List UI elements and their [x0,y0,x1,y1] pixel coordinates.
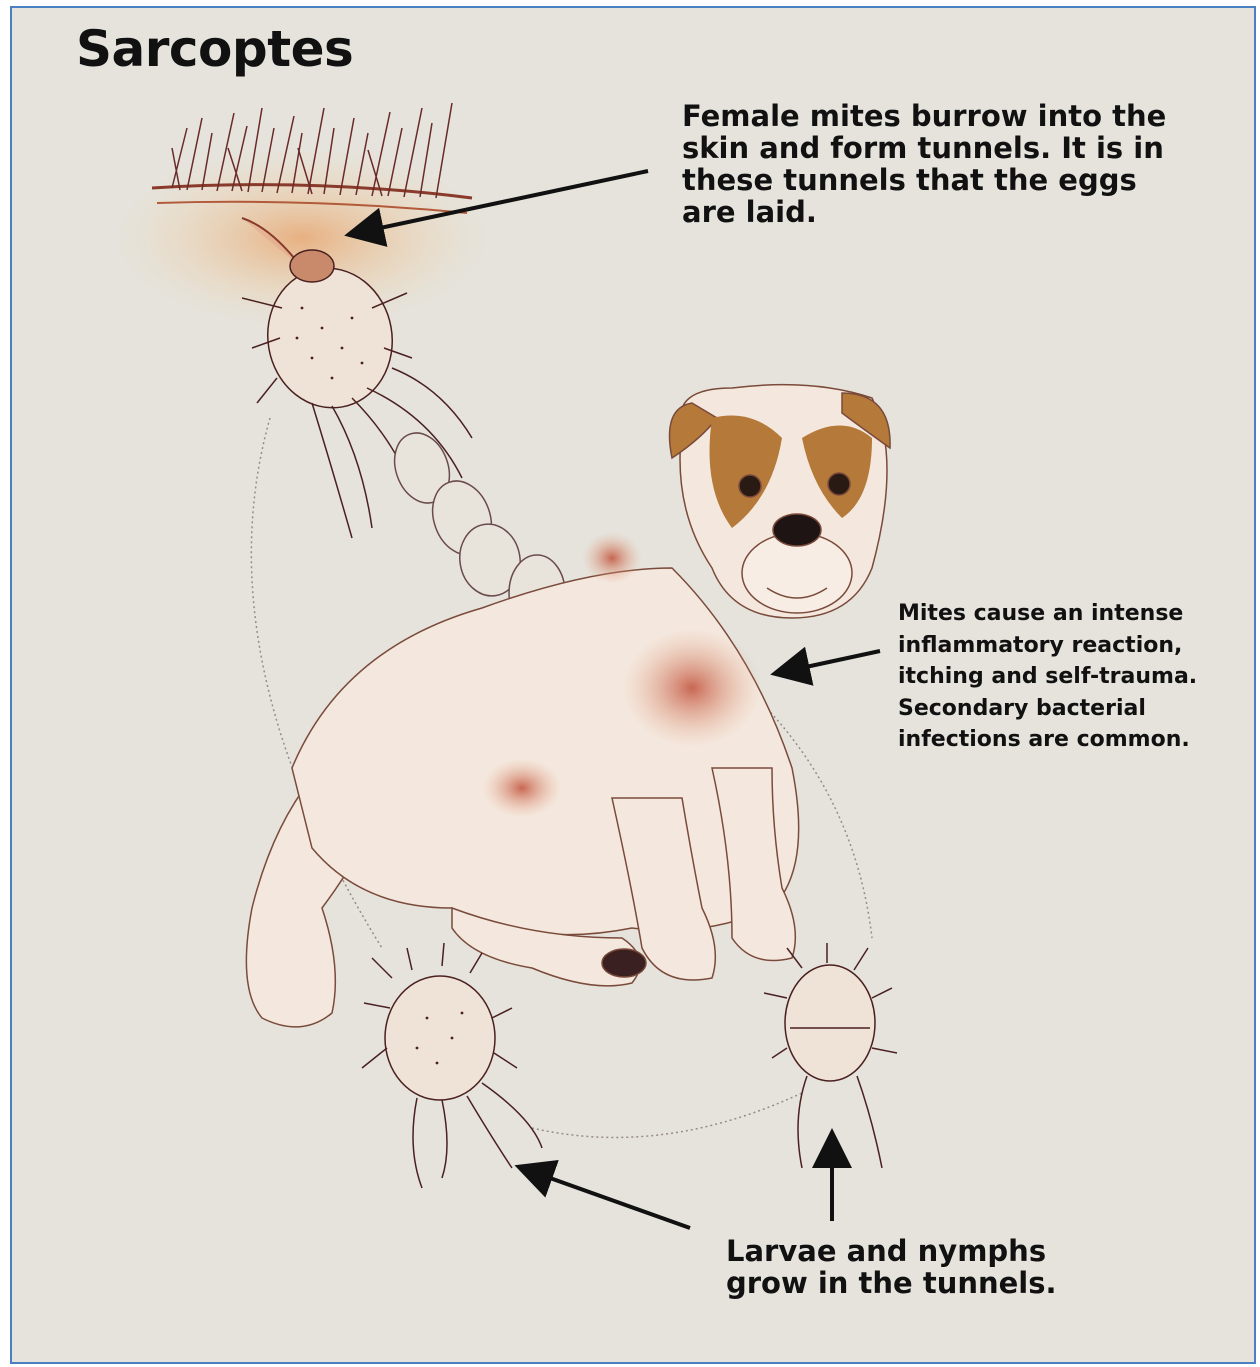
annotation-line: Larvae and nymphs [726,1235,1206,1267]
annotation-line: infections are common. [898,724,1248,756]
larva-mite [362,943,542,1188]
annotation-line: these tunnels that the eggs [682,164,1242,196]
annotation-line: Female mites burrow into the [682,100,1242,132]
arrow-larva [522,1168,690,1228]
annotation-burrow: Female mites burrow into the skin and fo… [682,100,1242,228]
annotation-line: Secondary bacterial [898,693,1248,725]
annotation-line: Mites cause an intense [898,598,1248,630]
annotation-line: grow in the tunnels. [726,1267,1206,1299]
annotation-line: itching and self-trauma. [898,661,1248,693]
diagram-title: Sarcoptes [76,20,353,78]
diagram-frame: Sarcoptes Female mites burrow into the s… [10,6,1256,1364]
annotation-line: skin and form tunnels. It is in [682,132,1242,164]
nymph-mite [764,943,897,1168]
arrow-inflammation [778,651,880,673]
annotation-line: inflammatory reaction, [898,630,1248,662]
annotation-line: are laid. [682,196,1242,228]
bulldog [246,385,890,1027]
annotation-inflammation: Mites cause an intense inflammatory reac… [898,598,1248,756]
annotation-larvae: Larvae and nymphs grow in the tunnels. [726,1235,1206,1299]
